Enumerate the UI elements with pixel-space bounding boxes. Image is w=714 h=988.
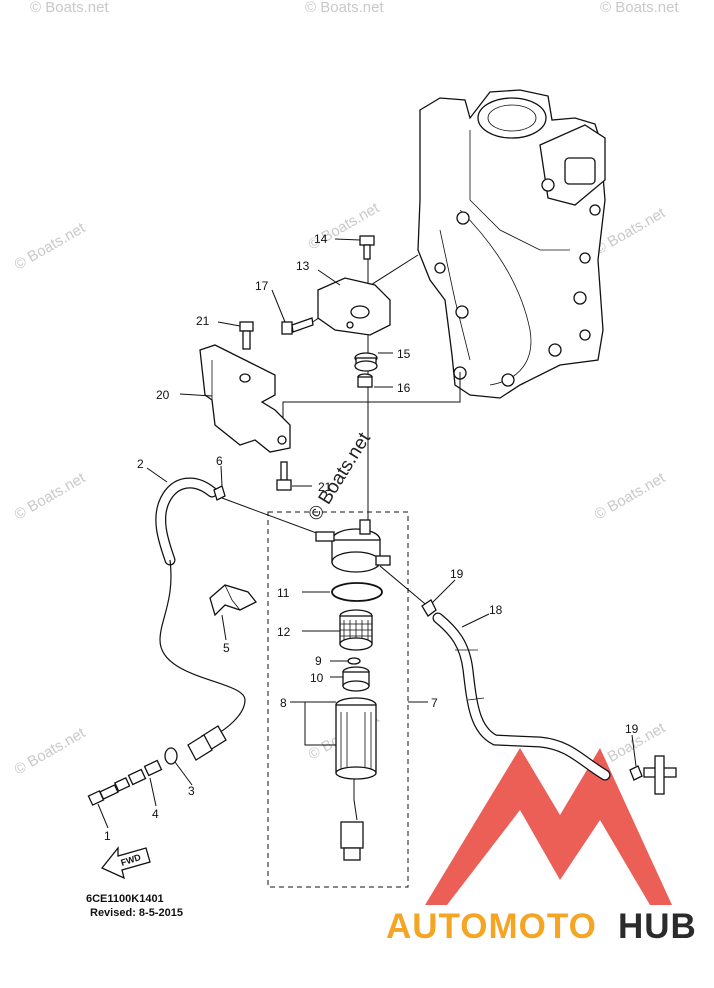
- callout-18: 18: [489, 603, 503, 617]
- fwd-arrow: FWD: [100, 846, 151, 880]
- clamp-5: [209, 584, 258, 617]
- callout-16: 16: [397, 381, 411, 395]
- diagram-code: 6CE1100K1401: [86, 893, 164, 905]
- clip-6: [213, 485, 226, 501]
- watermark-text: © Boats.net: [12, 469, 89, 523]
- watermark-text: © Boats.net: [592, 469, 669, 523]
- callout-12: 12: [277, 625, 291, 639]
- plug-1: [87, 784, 119, 806]
- fwd-arrow-icon: [100, 846, 151, 880]
- callout-8: 8: [280, 696, 287, 710]
- callout-labels: 1 2 3 4 5 6 7 8 9 10 11 12 13 14 15 16 1…: [104, 232, 639, 843]
- callout-9: 9: [315, 654, 322, 668]
- fitting: [187, 725, 227, 761]
- bolt-14: [359, 235, 375, 260]
- watermark-text: © Boats.net: [30, 0, 109, 16]
- callout-15: 15: [397, 347, 411, 361]
- callout-7: 7: [431, 696, 438, 710]
- watermark-layer: © Boats.net © Boats.net © Boats.net © Bo…: [12, 0, 680, 778]
- callout-5: 5: [223, 641, 230, 655]
- grommet-15: [354, 352, 378, 372]
- callout-3: 3: [188, 784, 195, 798]
- bolt-17: [281, 317, 314, 335]
- throttle-bore: [477, 97, 547, 139]
- brand-part1: AUTOMOTO: [386, 907, 597, 946]
- brand-part2: HUB: [618, 907, 697, 946]
- callout-11: 11: [277, 586, 290, 600]
- hose-2: [156, 478, 217, 565]
- filter-bowl-8: [335, 697, 377, 861]
- fuel-line: [159, 559, 246, 736]
- brand-wordmark: AUTOMOTO HUB: [386, 907, 697, 946]
- filter-element-12: [339, 609, 373, 651]
- bolt-21-top: [239, 321, 254, 350]
- filter-head: [221, 497, 431, 609]
- watermark-main: © Boats.net: [304, 428, 375, 524]
- watermark-text: © Boats.net: [12, 724, 89, 778]
- callout-2: 2: [137, 457, 144, 471]
- assembly-box-7: [267, 511, 409, 888]
- callout-1: 1: [104, 829, 111, 843]
- float-10: [342, 666, 370, 692]
- callout-21-lower: 21: [318, 480, 332, 494]
- callout-20: 20: [156, 388, 170, 402]
- callout-6: 6: [216, 454, 223, 468]
- callout-4: 4: [152, 807, 159, 821]
- callout-21-upper: 21: [196, 314, 210, 328]
- callout-19-lower: 19: [625, 722, 639, 736]
- hose-18: [433, 613, 610, 780]
- sensor-connector: [340, 821, 364, 849]
- callout-19-upper: 19: [450, 567, 464, 581]
- callout-13: 13: [296, 259, 310, 273]
- watermark-text: © Boats.net: [600, 0, 679, 16]
- revision-date: Revised: 8-5-2015: [90, 907, 183, 919]
- clip-3: [164, 747, 178, 765]
- callout-10: 10: [310, 671, 324, 685]
- leader-lines: [97, 238, 637, 829]
- callout-17: 17: [255, 279, 269, 293]
- ring-9: [347, 657, 361, 665]
- bolt-21-bottom: [276, 461, 292, 491]
- clip-19-upper: [421, 599, 437, 617]
- watermark-text: © Boats.net: [12, 219, 89, 273]
- t-fitting: [643, 755, 677, 795]
- joint-4: [114, 759, 163, 792]
- clip-19-lower: [629, 765, 643, 781]
- collar-16: [357, 373, 373, 388]
- engine-block: [417, 89, 606, 399]
- o-ring-11: [331, 582, 383, 602]
- logo-triangle: [425, 748, 672, 905]
- bracket-13: [317, 277, 391, 336]
- watermark-text: © Boats.net: [305, 0, 384, 16]
- brand-logo-mark: [425, 748, 672, 905]
- callout-14: 14: [314, 232, 328, 246]
- cover-20: [199, 344, 291, 453]
